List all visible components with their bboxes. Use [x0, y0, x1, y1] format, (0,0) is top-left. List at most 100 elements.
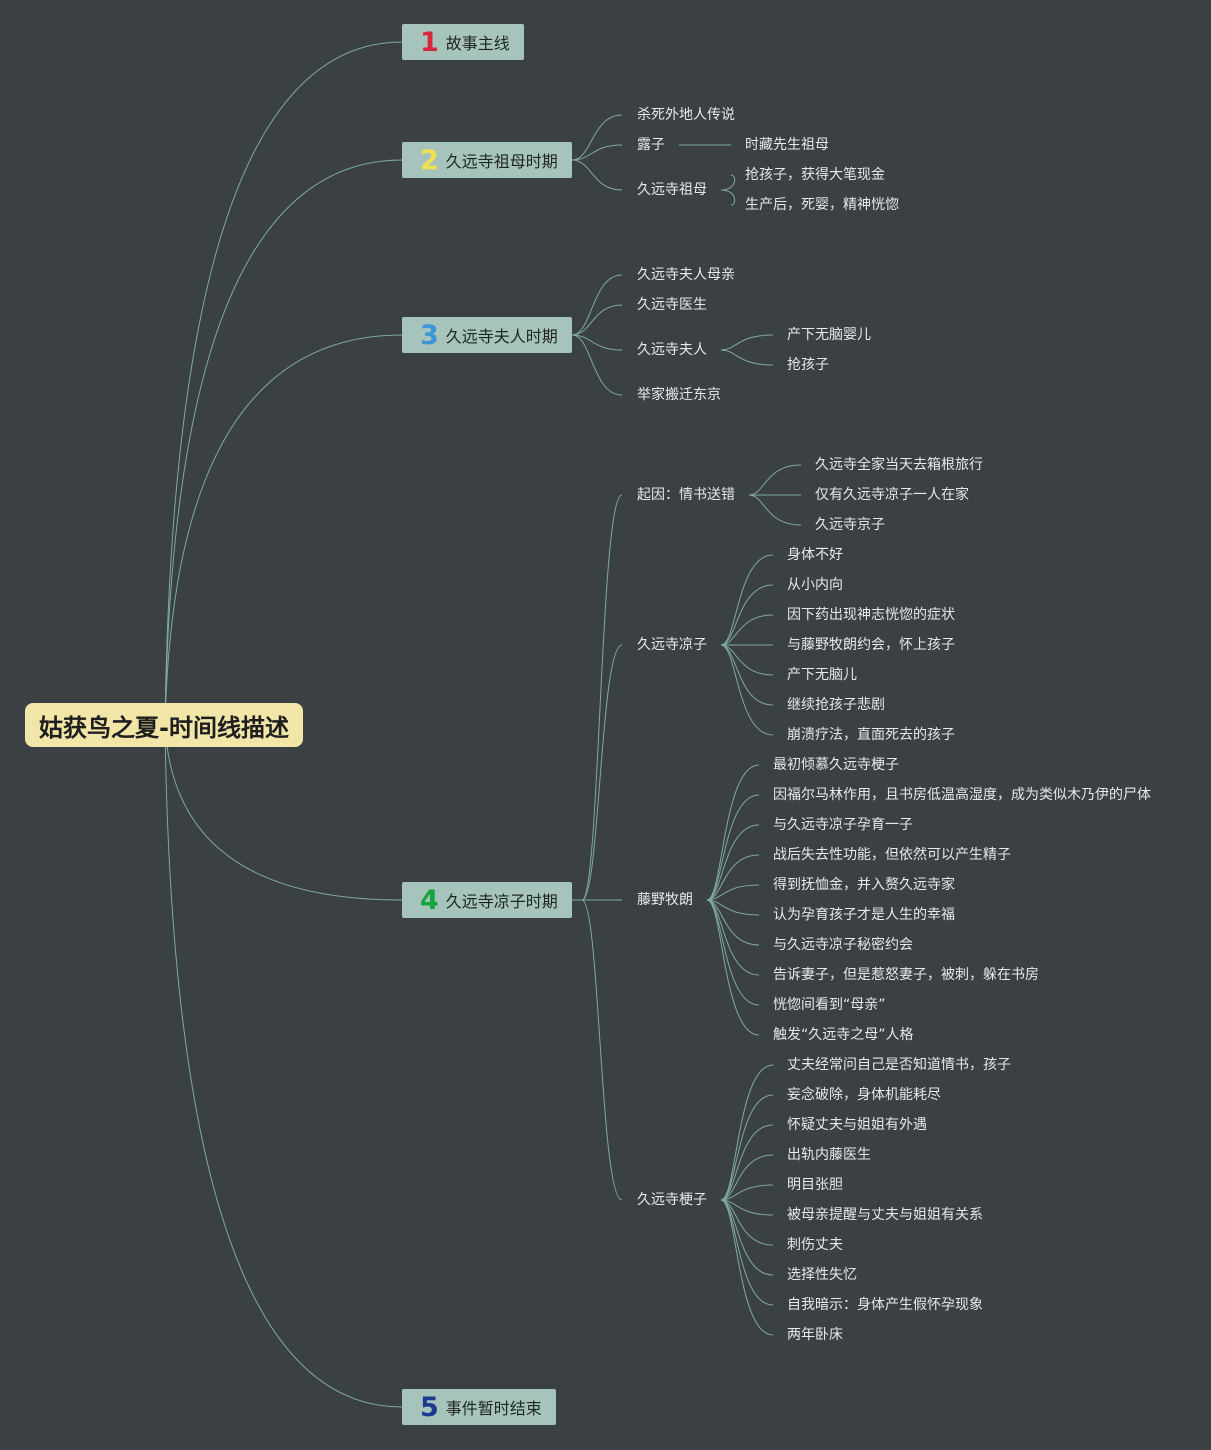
connector-line [720, 174, 736, 191]
detail-topic[interactable]: 怀疑丈夫与姐姐有外遇 [787, 1117, 927, 1133]
topic-number-badge: 5 [420, 1391, 439, 1423]
subtopic[interactable]: 举家搬迁东京 [637, 387, 721, 403]
detail-topic[interactable]: 因福尔马林作用，且书房低温高湿度，成为类似木乃伊的尸体 [773, 787, 1151, 803]
detail-topic[interactable]: 仅有久远寺凉子一人在家 [815, 487, 969, 503]
subtopic[interactable]: 久远寺医生 [637, 297, 707, 313]
detail-topic[interactable]: 因下药出现神志恍惚的症状 [787, 607, 955, 623]
connector-line [720, 614, 774, 646]
subtopic[interactable]: 久远寺夫人 [637, 342, 707, 358]
detail-topic[interactable]: 抢孩子 [787, 357, 829, 373]
detail-topic[interactable]: 刺伤丈夫 [787, 1237, 843, 1253]
main-topic-label: 久远寺凉子时期 [445, 892, 558, 911]
connector-line [720, 1064, 774, 1201]
connector-line [706, 794, 760, 901]
detail-topic[interactable]: 产下无脑儿 [787, 667, 857, 683]
connector-line [720, 554, 774, 646]
detail-topic[interactable]: 生产后，死婴，精神恍惚 [745, 197, 899, 213]
connector-line [571, 114, 623, 161]
root-topic[interactable]: 姑获鸟之夏-时间线描述 [25, 703, 303, 747]
connector-line [720, 644, 774, 736]
subtopic[interactable]: 久远寺夫人母亲 [637, 267, 735, 283]
connector-line [720, 1199, 774, 1336]
detail-topic[interactable]: 抢孩子，获得大笔现金 [745, 167, 885, 183]
detail-topic[interactable]: 从小内向 [787, 577, 843, 593]
detail-topic[interactable]: 告诉妻子，但是惹怒妻子，被刺，躲在书房 [773, 967, 1039, 983]
topic-number-badge: 4 [420, 884, 439, 916]
connector-line [720, 1199, 774, 1246]
detail-topic[interactable]: 时藏先生祖母 [745, 137, 829, 153]
main-topic-3[interactable]: 3 久远寺夫人时期 [402, 317, 572, 353]
topic-number-badge: 2 [420, 144, 439, 176]
connector-line [706, 884, 760, 901]
connector-line [164, 724, 403, 901]
detail-topic[interactable]: 妄念破除，身体机能耗尽 [787, 1087, 941, 1103]
detail-topic[interactable]: 两年卧床 [787, 1327, 843, 1343]
subtopic[interactable]: 久远寺祖母 [637, 182, 707, 198]
subtopic[interactable]: 藤野牧朗 [637, 892, 693, 908]
connector-line [164, 159, 403, 726]
detail-topic[interactable]: 触发“久远寺之母”人格 [773, 1027, 914, 1043]
detail-topic[interactable]: 战后失去性功能，但依然可以产生精子 [773, 847, 1011, 863]
connector-line [706, 764, 760, 901]
detail-topic[interactable]: 丈夫经常问自己是否知道情书，孩子 [787, 1057, 1011, 1073]
detail-topic[interactable]: 最初倾慕久远寺梗子 [773, 757, 899, 773]
subtopic[interactable]: 久远寺梗子 [637, 1192, 707, 1208]
subtopic[interactable]: 露子 [637, 137, 665, 153]
detail-topic[interactable]: 崩溃疗法，直面死去的孩子 [787, 727, 955, 743]
connector-line [720, 1199, 774, 1306]
main-topic-label: 久远寺夫人时期 [445, 327, 558, 346]
detail-topic[interactable]: 认为孕育孩子才是人生的幸福 [773, 907, 955, 923]
connector-line [720, 1184, 774, 1201]
detail-topic[interactable]: 明目张胆 [787, 1177, 843, 1193]
main-topic-2[interactable]: 2 久远寺祖母时期 [402, 142, 572, 178]
main-topic-1[interactable]: 1 故事主线 [402, 24, 524, 60]
detail-topic[interactable]: 久远寺京子 [815, 517, 885, 533]
connector-line [581, 644, 623, 901]
detail-topic[interactable]: 恍惚间看到“母亲” [773, 997, 886, 1013]
detail-topic[interactable]: 身体不好 [787, 547, 843, 563]
connector-line [720, 189, 736, 206]
main-topic-4[interactable]: 4 久远寺凉子时期 [402, 882, 572, 918]
root-topic-label: 姑获鸟之夏-时间线描述 [39, 713, 289, 742]
connector-line [571, 144, 623, 161]
connector-line [571, 334, 623, 396]
connector-line [581, 494, 623, 901]
topic-number-badge: 1 [420, 26, 439, 58]
connector-line [720, 1124, 774, 1201]
subtopic[interactable]: 杀死外地人传说 [637, 107, 735, 123]
detail-topic[interactable]: 自我暗示：身体产生假怀孕现象 [787, 1297, 983, 1313]
detail-topic[interactable]: 出轨内藤医生 [787, 1147, 871, 1163]
subtopic[interactable]: 起因：情书送错 [637, 487, 735, 503]
connector-line [720, 1154, 774, 1201]
connector-line [706, 899, 760, 1036]
connector-line [720, 644, 774, 706]
main-topic-label: 久远寺祖母时期 [445, 152, 558, 171]
connector-line [706, 899, 760, 916]
detail-topic[interactable]: 与久远寺凉子孕育一子 [773, 817, 913, 833]
connector-line [748, 494, 802, 526]
main-topic-label: 故事主线 [445, 34, 510, 53]
detail-topic[interactable]: 继续抢孩子悲剧 [787, 697, 885, 713]
detail-topic[interactable]: 与藤野牧朗约会，怀上孩子 [787, 637, 955, 653]
subtopic[interactable]: 久远寺凉子 [637, 637, 707, 653]
detail-topic[interactable]: 久远寺全家当天去箱根旅行 [815, 457, 983, 473]
detail-topic[interactable]: 与久远寺凉子秘密约会 [773, 937, 913, 953]
detail-topic[interactable]: 产下无脑婴儿 [787, 327, 871, 343]
connector-line [706, 854, 760, 901]
connector-line [706, 899, 760, 1006]
detail-topic[interactable]: 被母亲提醒与丈夫与姐姐有关系 [787, 1207, 983, 1223]
detail-topic[interactable]: 选择性失忆 [787, 1267, 857, 1283]
connector-line [581, 899, 623, 1201]
connector-line [720, 644, 774, 676]
connector-line [571, 274, 623, 336]
connector-line [720, 1094, 774, 1201]
connector-line [706, 824, 760, 901]
connector-line [720, 334, 774, 351]
topic-number-badge: 3 [420, 319, 439, 351]
detail-topic[interactable]: 得到抚恤金，并入赘久远寺家 [773, 877, 955, 893]
connector-line [720, 1199, 774, 1216]
connector-line [571, 159, 623, 191]
